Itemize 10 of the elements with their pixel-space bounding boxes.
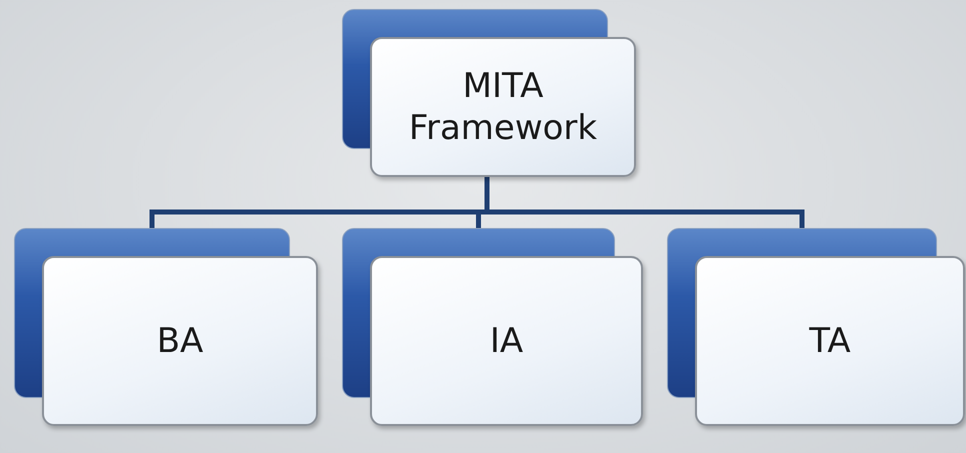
org-chart-box — [342, 228, 643, 426]
org-chart-box — [342, 9, 636, 177]
box-label: IA — [488, 320, 524, 362]
connector-line — [484, 177, 490, 212]
box-label: BA — [156, 320, 204, 362]
box-label: MITA Framework — [408, 64, 598, 150]
org-chart-box — [14, 228, 318, 426]
connector-line — [487, 210, 804, 228]
box-label: TA — [808, 320, 852, 362]
org-chart-box — [667, 228, 965, 426]
